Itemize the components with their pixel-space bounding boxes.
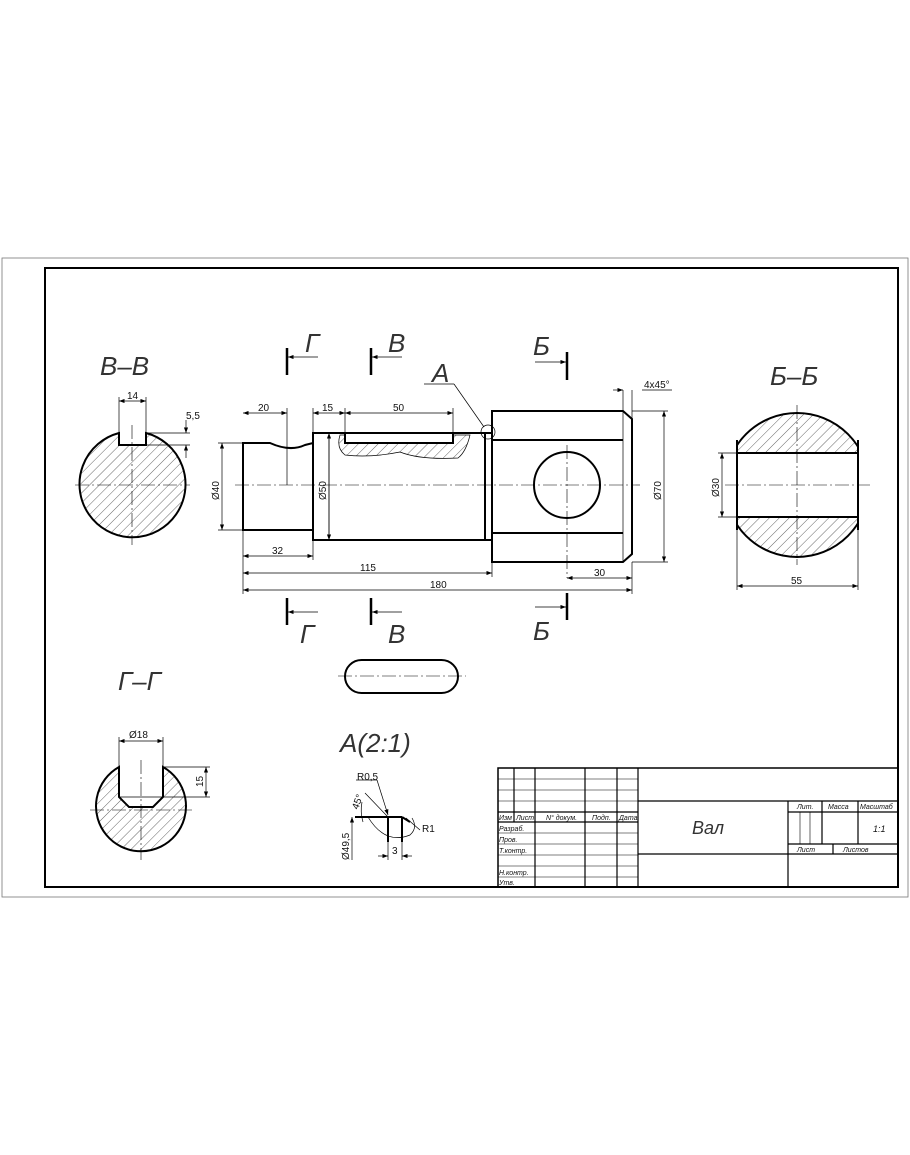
dim-a-3: 3 xyxy=(392,846,398,857)
dim-a-r05: R0,5 xyxy=(357,772,379,783)
main-dimension-lines xyxy=(218,383,672,594)
dim-a-dia495: Ø49,5 xyxy=(341,832,352,860)
section-vv-title: В–В xyxy=(100,351,149,381)
tb-sheet: Лист xyxy=(796,847,815,854)
dim-115: 115 xyxy=(360,563,376,574)
tb-ndoc: N° докум. xyxy=(546,814,577,822)
detail-a: A(2:1) R0,5 45° R1 Ø49,5 3 xyxy=(338,728,435,860)
tb-nkontr: Н.контр. xyxy=(499,870,529,877)
dim-a-r1: R1 xyxy=(422,824,435,835)
callout-a: A xyxy=(430,358,449,388)
dim-bb-dia30: Ø30 xyxy=(711,478,722,497)
dim-15: 15 xyxy=(322,403,334,414)
dim-dia70: Ø70 xyxy=(653,481,664,500)
main-dimension-texts: 20 15 50 4x45° Ø40 Ø50 Ø70 32 115 180 30… xyxy=(211,358,670,591)
marker-v-top: В xyxy=(388,328,405,358)
tb-part-name: Вал xyxy=(692,818,724,838)
dim-vv-14: 14 xyxy=(127,391,139,402)
tb-prov: Пров. xyxy=(499,837,518,844)
marker-b-top: Б xyxy=(533,331,550,361)
tb-razrab: Разраб. xyxy=(499,825,524,833)
section-v-v: В–В 14 5,5 xyxy=(75,351,200,545)
dim-20: 20 xyxy=(258,403,270,414)
marker-v-bottom: В xyxy=(388,619,405,649)
dim-gg-dia18: Ø18 xyxy=(129,730,148,741)
tb-data: Дата xyxy=(618,815,638,822)
detail-a-title: A(2:1) xyxy=(338,728,411,758)
section-bb-title: Б–Б xyxy=(770,361,818,391)
tb-lit: Лит. xyxy=(796,804,813,811)
tb-utv: Утв. xyxy=(498,880,515,887)
title-block: Изм Лист N° докум. Подп. Дата Разраб. Пр… xyxy=(497,767,899,888)
section-gg-title: Г–Г xyxy=(118,666,163,696)
section-g-g: Г–Г Ø18 15 xyxy=(90,666,210,860)
dim-a-45: 45° xyxy=(350,793,366,811)
tb-masshtab: Масштаб xyxy=(860,803,894,811)
dim-chamfer: 4x45° xyxy=(644,380,670,391)
tb-izm: Изм xyxy=(499,815,512,822)
tb-podp: Подп. xyxy=(592,814,611,822)
tb-tkontr: Т.контр. xyxy=(499,848,527,855)
tb-list: Лист xyxy=(515,815,534,822)
dim-50: 50 xyxy=(393,403,405,414)
dim-32: 32 xyxy=(272,546,284,557)
dim-vv-5-5: 5,5 xyxy=(186,411,200,422)
marker-b-bottom: Б xyxy=(533,616,550,646)
marker-g-bottom: Г xyxy=(300,619,316,649)
dim-gg-15: 15 xyxy=(195,775,206,787)
tb-sheets: Листов xyxy=(842,847,869,854)
dim-30: 30 xyxy=(594,568,606,579)
dim-bb-55: 55 xyxy=(791,576,803,587)
drawing-frame xyxy=(44,267,899,888)
marker-g-top: Г xyxy=(305,328,321,358)
dim-dia40: Ø40 xyxy=(211,481,222,500)
section-b-b: Б–Б Ø30 55 xyxy=(711,361,870,590)
section-markers: Г В Б Г В Б xyxy=(285,328,569,649)
dim-dia50: Ø50 xyxy=(318,481,329,500)
shaft-main-view xyxy=(235,410,640,578)
tb-scale: 1:1 xyxy=(873,824,886,834)
dim-180: 180 xyxy=(430,580,447,591)
keyway-slot-view xyxy=(344,659,459,694)
tb-massa: Масса xyxy=(828,804,849,811)
sheet-border xyxy=(1,257,909,898)
